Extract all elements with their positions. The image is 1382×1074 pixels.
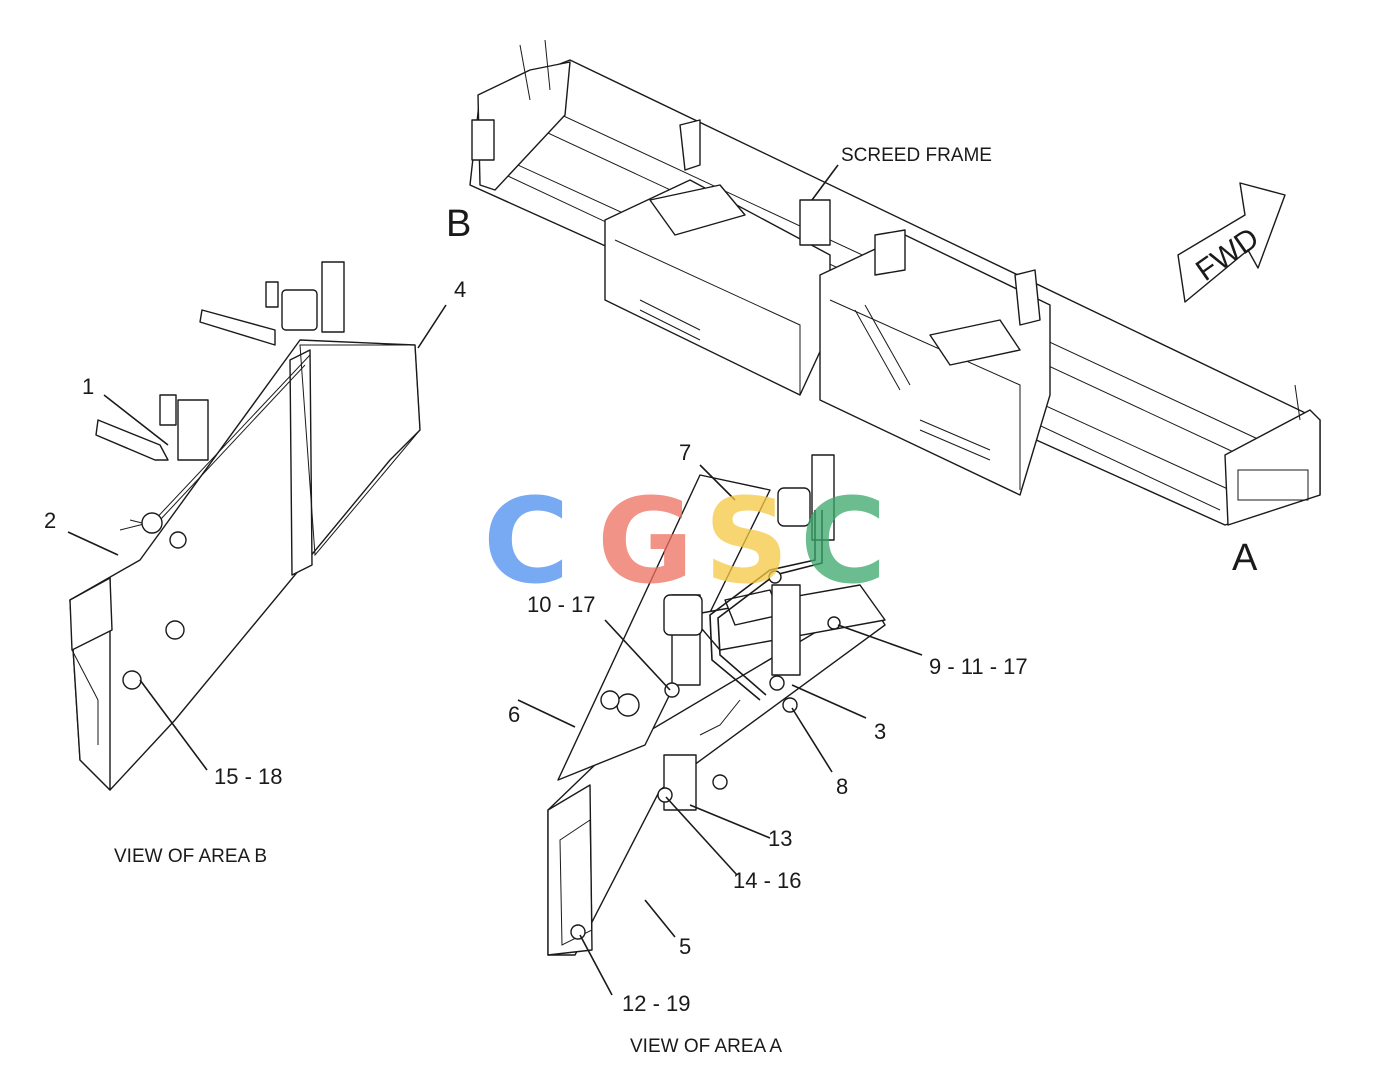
watermark-logo: C G S C bbox=[483, 472, 887, 610]
callout-6: 6 bbox=[508, 702, 520, 727]
watermark-letter-3: S bbox=[704, 472, 789, 610]
watermark-letter-4: C bbox=[800, 472, 887, 610]
callout-10-17: 10 - 17 bbox=[527, 592, 596, 617]
callouts: 1 2 4 15 - 18 7 10 - 17 9 - 11 - 17 3 8 … bbox=[44, 277, 1028, 1016]
area-a-assembly bbox=[547, 454, 886, 956]
view-b-caption: VIEW OF AREA B bbox=[114, 846, 267, 867]
screed-frame-label: SCREED FRAME bbox=[841, 145, 992, 166]
forward-arrow-icon: FWD bbox=[1177, 182, 1286, 303]
area-b-label: B bbox=[446, 203, 471, 245]
area-a-label: A bbox=[1232, 537, 1258, 579]
watermark-letter-2: G bbox=[597, 472, 694, 610]
callout-3: 3 bbox=[874, 719, 886, 744]
callout-2: 2 bbox=[44, 508, 56, 533]
callout-8: 8 bbox=[836, 774, 848, 799]
view-a-caption: VIEW OF AREA A bbox=[630, 1036, 782, 1057]
callout-4: 4 bbox=[454, 277, 466, 302]
callout-5: 5 bbox=[679, 934, 691, 959]
screed-frame-drawing bbox=[469, 39, 1321, 526]
area-b-assembly bbox=[69, 261, 421, 791]
watermark-letter-1: C bbox=[483, 472, 570, 610]
callout-1: 1 bbox=[82, 374, 94, 399]
callout-13: 13 bbox=[768, 826, 792, 851]
callout-14-16: 14 - 16 bbox=[733, 868, 802, 893]
callout-12-19: 12 - 19 bbox=[622, 991, 691, 1016]
leader-lines bbox=[67, 304, 923, 996]
callout-15-18: 15 - 18 bbox=[214, 764, 283, 789]
callout-9-11-17: 9 - 11 - 17 bbox=[929, 654, 1028, 679]
callout-7: 7 bbox=[679, 440, 691, 465]
